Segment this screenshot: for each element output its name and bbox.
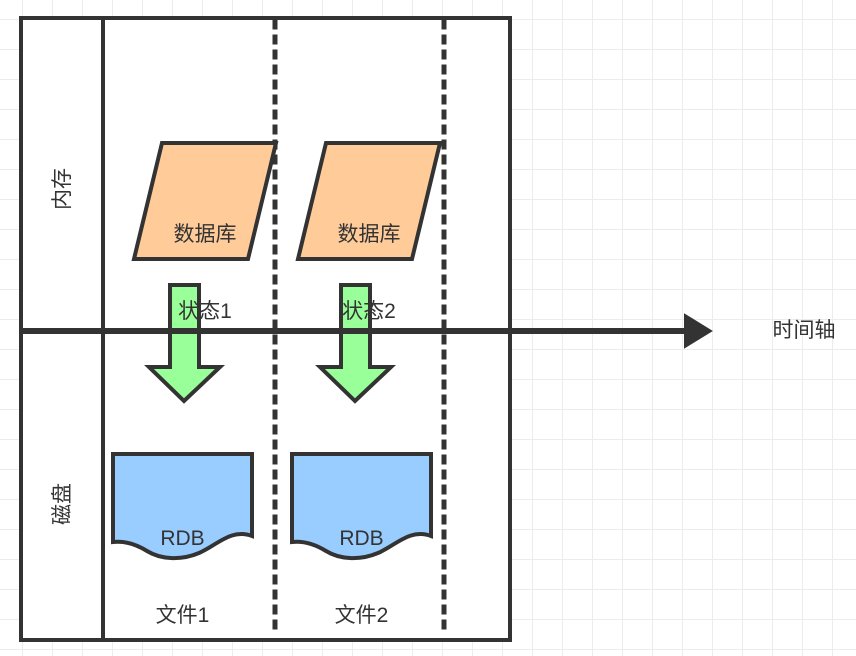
save-arrow-1-shape	[144, 283, 226, 404]
memory-state-1-shape	[131, 141, 279, 261]
rdb-file-1-shape	[111, 452, 254, 560]
rdb-file-2-shape	[290, 452, 433, 560]
timeline-arrowhead	[684, 313, 713, 349]
save-arrow-2-shape	[315, 283, 397, 404]
memory-state-2-shape	[295, 141, 443, 261]
